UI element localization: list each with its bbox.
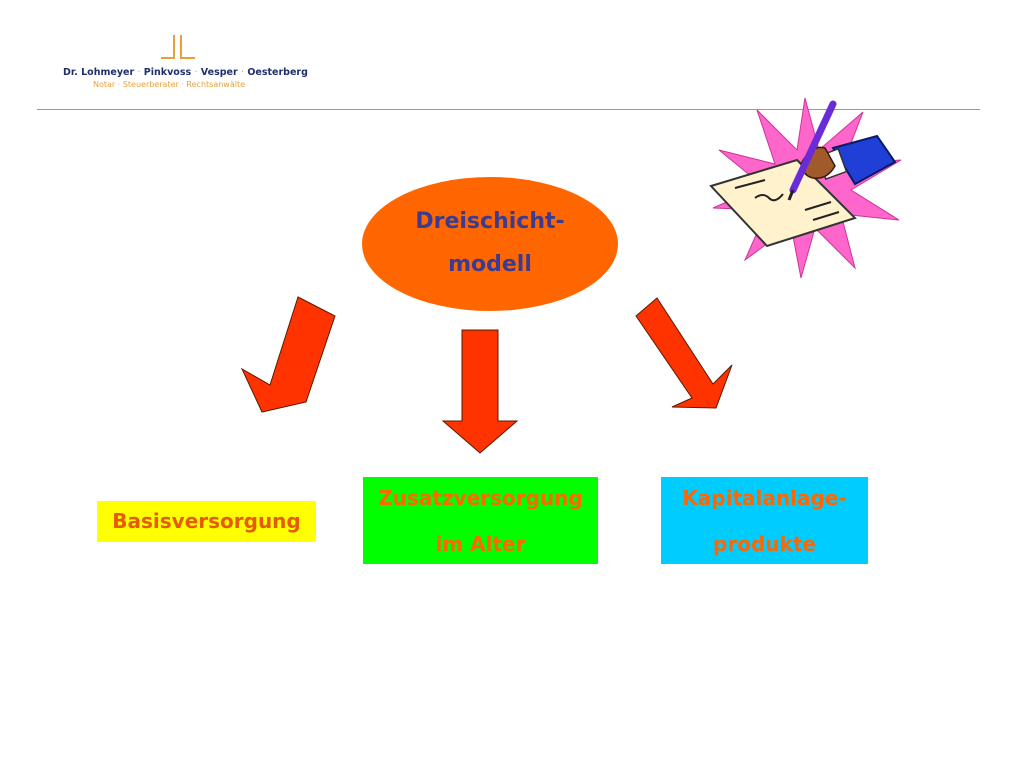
center-label-line2: modell: [448, 252, 532, 277]
firm-name-separator: ·: [137, 67, 141, 78]
box-basisversorgung: Basisversorgung: [97, 501, 316, 542]
firm-logo-icon: [161, 35, 195, 59]
firm-name-1: Dr. Lohmeyer: [63, 67, 135, 78]
center-label: Dreischicht- modell: [362, 200, 618, 286]
firm-name: Dr. Lohmeyer · Pinkvoss · Vesper · Oeste…: [63, 67, 323, 78]
firm-name-4: Oesterberg: [247, 67, 308, 78]
box-basisversorgung-label: Basisversorgung: [112, 509, 301, 533]
box-zusatzversorgung: Zusatzversorgung im Alter: [363, 477, 598, 564]
arrow-left: [240, 296, 336, 413]
box-kapitalanlage-line1: Kapitalanlage-: [682, 485, 847, 510]
firm-name-separator: ·: [240, 67, 244, 78]
arrow-right: [635, 297, 733, 409]
box-zusatzversorgung-line2: im Alter: [435, 531, 526, 556]
firm-name-2: Pinkvoss: [143, 67, 192, 78]
firm-subtitle: Notar · Steuerberater · Rechtsanwälte: [93, 80, 246, 89]
arrow-center: [441, 329, 519, 454]
center-ellipse: [362, 177, 618, 311]
firm-name-separator: ·: [194, 67, 198, 78]
firm-name-3: Vesper: [200, 67, 238, 78]
center-label-line1: Dreischicht-: [415, 209, 565, 234]
box-kapitalanlage-line2: produkte: [713, 531, 816, 556]
header-divider: [37, 109, 980, 110]
box-kapitalanlage: Kapitalanlage- produkte: [661, 477, 868, 564]
signing-contract-icon: [709, 97, 902, 279]
box-zusatzversorgung-line1: Zusatzversorgung: [378, 485, 583, 510]
